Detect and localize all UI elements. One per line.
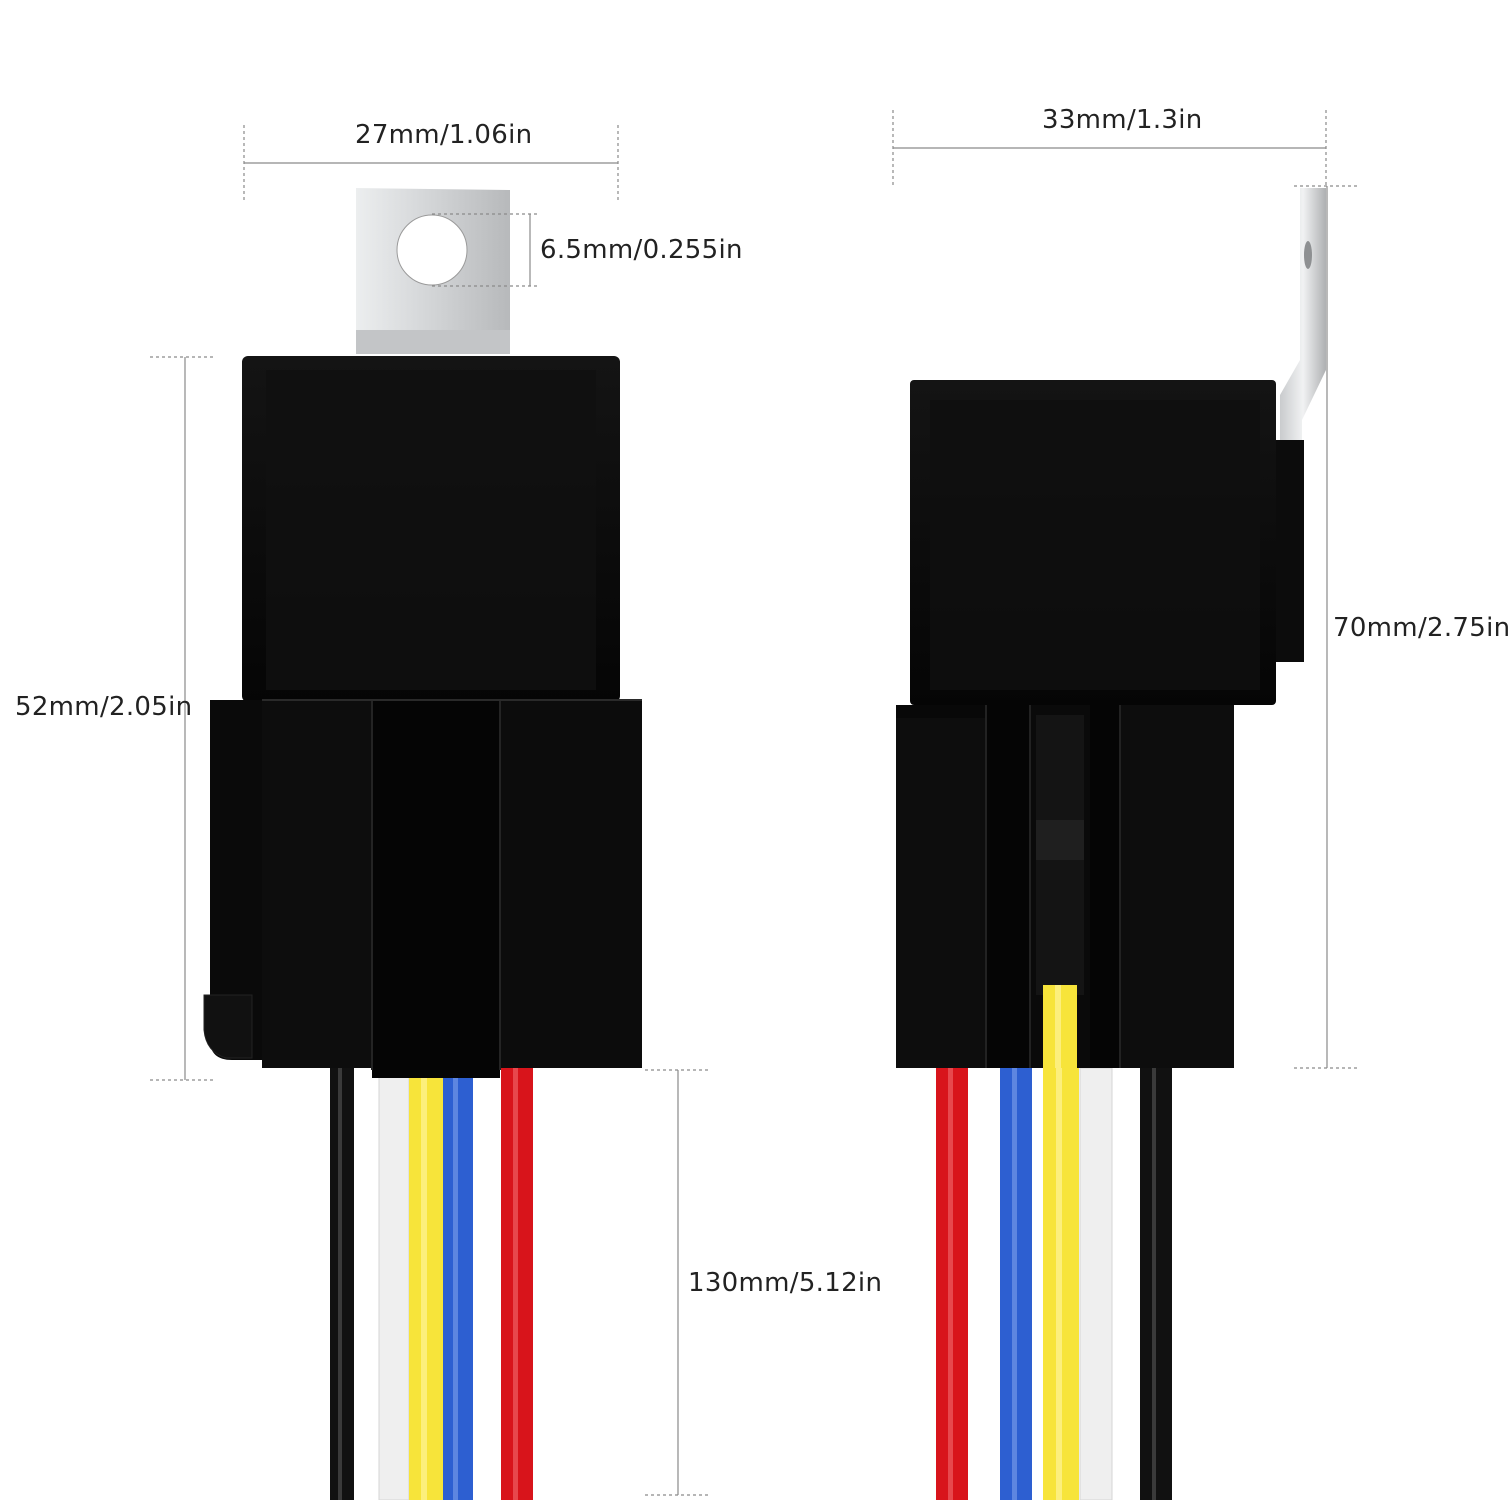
front-view — [150, 125, 710, 1500]
mounting-hole — [396, 214, 468, 286]
side-width-dimension-line — [892, 110, 1327, 185]
side-height-dimension-line — [1294, 185, 1360, 1069]
side-connector-housing — [896, 705, 1234, 1068]
wire-white — [1079, 1067, 1113, 1500]
front-height-dimension-line — [150, 356, 216, 1081]
side-wires — [936, 1067, 1172, 1500]
wire-length-dimension-line — [645, 1069, 710, 1496]
front-wires — [330, 1059, 533, 1500]
front-width-label: 27mm/1.06in — [355, 120, 533, 150]
side-width-label: 33mm/1.3in — [1042, 105, 1203, 135]
front-connector-housing — [203, 699, 642, 1078]
side-height-label: 70mm/2.75in — [1333, 613, 1510, 643]
front-height-label: 52mm/2.05in — [15, 692, 193, 722]
hole-diameter-label: 6.5mm/0.255in — [540, 235, 743, 265]
side-bracket-clip — [1276, 440, 1304, 662]
hole-dimension-line — [432, 213, 540, 287]
wire-white — [378, 1059, 410, 1500]
side-view — [892, 110, 1360, 1500]
wire-length-label: 130mm/5.12in — [688, 1268, 883, 1298]
side-mounting-bracket — [1280, 188, 1326, 440]
front-mounting-bracket — [356, 188, 510, 354]
